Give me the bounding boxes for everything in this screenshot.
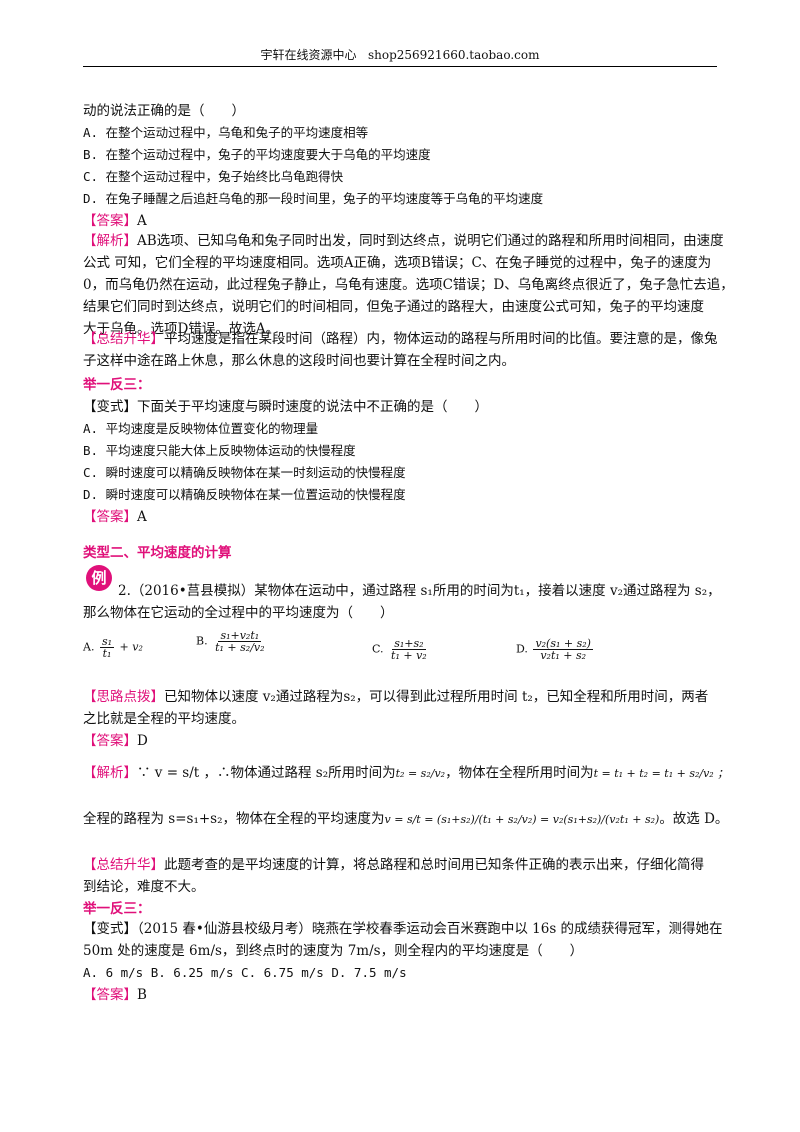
type2-analysis-line2: 全程的路程为 s=s₁+s₂，物体在全程的平均速度为v = s/t = (s₁+… xyxy=(83,810,728,829)
choice-label: A. xyxy=(83,640,95,654)
var2-stem-line2: 50m 处的速度是 6m/s，到终点时的速度为 7m/s，则全程内的平均速度是（… xyxy=(83,943,584,959)
answer-tag: 【答案】 xyxy=(83,733,137,749)
section-heading: 类型二、平均速度的计算 xyxy=(83,545,232,561)
q1-option-b: B. 在整个运动过程中，兔子的平均速度要大于乌龟的平均速度 xyxy=(83,147,431,162)
summary-text: 此题考查的是平均速度的计算，将总路程和总时间用已知条件正确的表示出来，仔细化简得 xyxy=(164,857,704,873)
header-shop: shop256921660.taobao.com xyxy=(367,48,540,62)
choice-d: D. v₂(s₁ + s₂)v₂t₁ + s₂ xyxy=(516,638,595,661)
q1-analysis-line: 公式 可知，它们全程的平均速度相同。选项A正确，选项B错误；C、在兔子睡觉的过程… xyxy=(83,255,712,271)
q1-analysis-line: 结果它们同时到达终点，说明它们的时间相同，但兔子通过的路程大，由速度公式可知，兔… xyxy=(83,299,704,315)
var1-stem: 【变式】下面关于平均速度与瞬时速度的说法中不正确的是（ ） xyxy=(83,398,488,416)
choice-label: B. xyxy=(196,634,208,648)
example-badge-icon: 例 xyxy=(84,563,114,593)
q1-option-a: A. 在整个运动过程中，乌龟和兔子的平均速度相等 xyxy=(83,125,369,140)
hint-tag: 【思路点拨】 xyxy=(83,689,164,705)
analysis-tag: 【解析】 xyxy=(83,233,137,249)
var1-option-c: C. 瞬时速度可以精确反映物体在某一时刻运动的快慢程度 xyxy=(83,465,406,480)
fraction-num: s₁+v₂t₁ xyxy=(218,629,262,642)
q1-answer: 【答案】A xyxy=(83,212,147,230)
var1-option-a: A. 平均速度是反映物体位置变化的物理量 xyxy=(83,421,319,436)
q1-stem: 动的说法正确的是（ ） xyxy=(83,103,245,119)
type2-stem-line2: 那么物体在它运动的全过程中的平均速度为（ ） xyxy=(83,605,394,621)
answer-value: B xyxy=(137,987,147,1003)
type2-answer: 【答案】D xyxy=(83,732,148,750)
analysis-text: 。故选 D。 xyxy=(659,811,729,827)
math-expression: t₂ = s₂/v₂ xyxy=(395,767,446,780)
variant-tag: 【变式】 xyxy=(83,399,137,415)
math-expression: v = s/t = (s₁+s₂)/(t₁ + s₂/v₂) = v₂(s₁+s… xyxy=(384,813,660,826)
type2-analysis-line1: 【解析】∵ v = s/t ，∴物体通过路程 s₂所用时间为t₂ = s₂/v₂… xyxy=(83,764,728,783)
q1-analysis-line: 0，而乌龟仍然在运动，此过程兔子静止，乌龟有速度。选项C错误；D、乌龟离终点很近… xyxy=(83,277,734,293)
summary-text: 平均速度是指在某段时间（路程）内，物体运动的路程与所用时间的比值。要注意的是，像… xyxy=(164,331,718,347)
q1-option-d: D. 在兔子睡醒之后追赶乌龟的那一段时间里，兔子的平均速度等于乌龟的平均速度 xyxy=(83,191,544,206)
hint-line: 之比就是全程的平均速度。 xyxy=(83,711,245,727)
answer-tag: 【答案】 xyxy=(83,987,137,1003)
var2-answer: 【答案】B xyxy=(83,986,147,1004)
choice-label: D. xyxy=(516,642,528,656)
fraction-den: t₁ + v₂ xyxy=(391,649,427,662)
var2-options: A. 6 m/s B. 6.25 m/s C. 6.75 m/s D. 7.5 … xyxy=(83,965,407,980)
fraction-num: v₂(s₁ + s₂) xyxy=(533,637,593,650)
analysis-text: AB选项、已知乌龟和兔子同时出发，同时到达终点，说明它们通过的路程和所用时间相同… xyxy=(137,233,724,249)
choice-label: C. xyxy=(372,642,384,656)
answer-value: D xyxy=(137,733,148,749)
answer-value: A xyxy=(137,509,147,525)
q1-option-c: C. 在整个运动过程中，兔子始终比乌龟跑得快 xyxy=(83,169,344,184)
answer-tag: 【答案】 xyxy=(83,213,137,229)
page-header: 宇轩在线资源中心 shop256921660.taobao.com xyxy=(83,46,717,67)
variant-heading: 举一反三： xyxy=(83,377,151,393)
answer-value: A xyxy=(137,213,147,229)
math-expression: t = t₁ + t₂ = t₁ + s₂/v₂ ； xyxy=(593,767,729,780)
badge-label: 例 xyxy=(91,569,106,587)
analysis-text: ，物体在全程所用时间为 xyxy=(445,765,594,781)
analysis-text: ∵ v = s/t ，∴物体通过路程 s₂所用时间为 xyxy=(137,765,396,781)
fraction-den: t₁ + s₂/v₂ xyxy=(215,641,265,654)
header-title: 宇轩在线资源中心 xyxy=(260,48,357,62)
fraction-num: s₁ xyxy=(99,635,115,648)
choice-tail: + v₂ xyxy=(119,640,143,654)
var2-stem-line1: 【变式】（2015 春•仙游县校级月考）晓燕在学校春季运动会百米赛跑中以 16s… xyxy=(83,921,723,937)
hint-line: 【思路点拨】已知物体以速度 v₂通过路程为s₂，可以得到此过程所用时间 t₂，已… xyxy=(83,688,708,706)
fraction-den: t₁ xyxy=(102,647,112,660)
q1-analysis-line: 【解析】AB选项、已知乌龟和兔子同时出发，同时到达终点，说明它们通过的路程和所用… xyxy=(83,232,724,250)
analysis-tag: 【解析】 xyxy=(83,765,137,781)
q1-analysis-line: 大于乌龟。选项D错误。故选A。 xyxy=(83,321,280,337)
fraction-den: v₂t₁ + s₂ xyxy=(540,649,587,662)
var1-option-b: B. 平均速度只能大体上反映物体运动的快慢程度 xyxy=(83,443,356,458)
summary-tag: 【总结升华】 xyxy=(83,331,164,347)
fraction-num: s₁+s₂ xyxy=(392,637,426,650)
q1-summary-line: 子这样中途在路上休息，那么休息的这段时间也要计算在全程时间之内。 xyxy=(83,353,515,369)
variant-stem: 下面关于平均速度与瞬时速度的说法中不正确的是（ ） xyxy=(137,399,488,415)
var1-option-d: D. 瞬时速度可以精确反映物体在某一位置运动的快慢程度 xyxy=(83,487,406,502)
type2-summary-line: 到结论，难度不大。 xyxy=(83,879,205,895)
var1-answer: 【答案】A xyxy=(83,508,147,526)
variant-heading: 举一反三： xyxy=(83,901,151,917)
fraction: v₂(s₁ + s₂)v₂t₁ + s₂ xyxy=(533,638,593,661)
analysis-text: 全程的路程为 s=s₁+s₂，物体在全程的平均速度为 xyxy=(83,811,385,827)
summary-tag: 【总结升华】 xyxy=(83,857,164,873)
hint-text: 已知物体以速度 v₂通过路程为s₂，可以得到此过程所用时间 t₂，已知全程和所用… xyxy=(164,689,709,705)
answer-tag: 【答案】 xyxy=(83,509,137,525)
type2-summary-line: 【总结升华】此题考查的是平均速度的计算，将总路程和总时间用已知条件正确的表示出来… xyxy=(83,856,704,874)
q1-summary-line: 【总结升华】平均速度是指在某段时间（路程）内，物体运动的路程与所用时间的比值。要… xyxy=(83,330,718,348)
type2-stem-line1: 2.（2016•莒县模拟）某物体在运动中，通过路程 s₁所用的时间为t₁，接着以… xyxy=(118,583,721,599)
